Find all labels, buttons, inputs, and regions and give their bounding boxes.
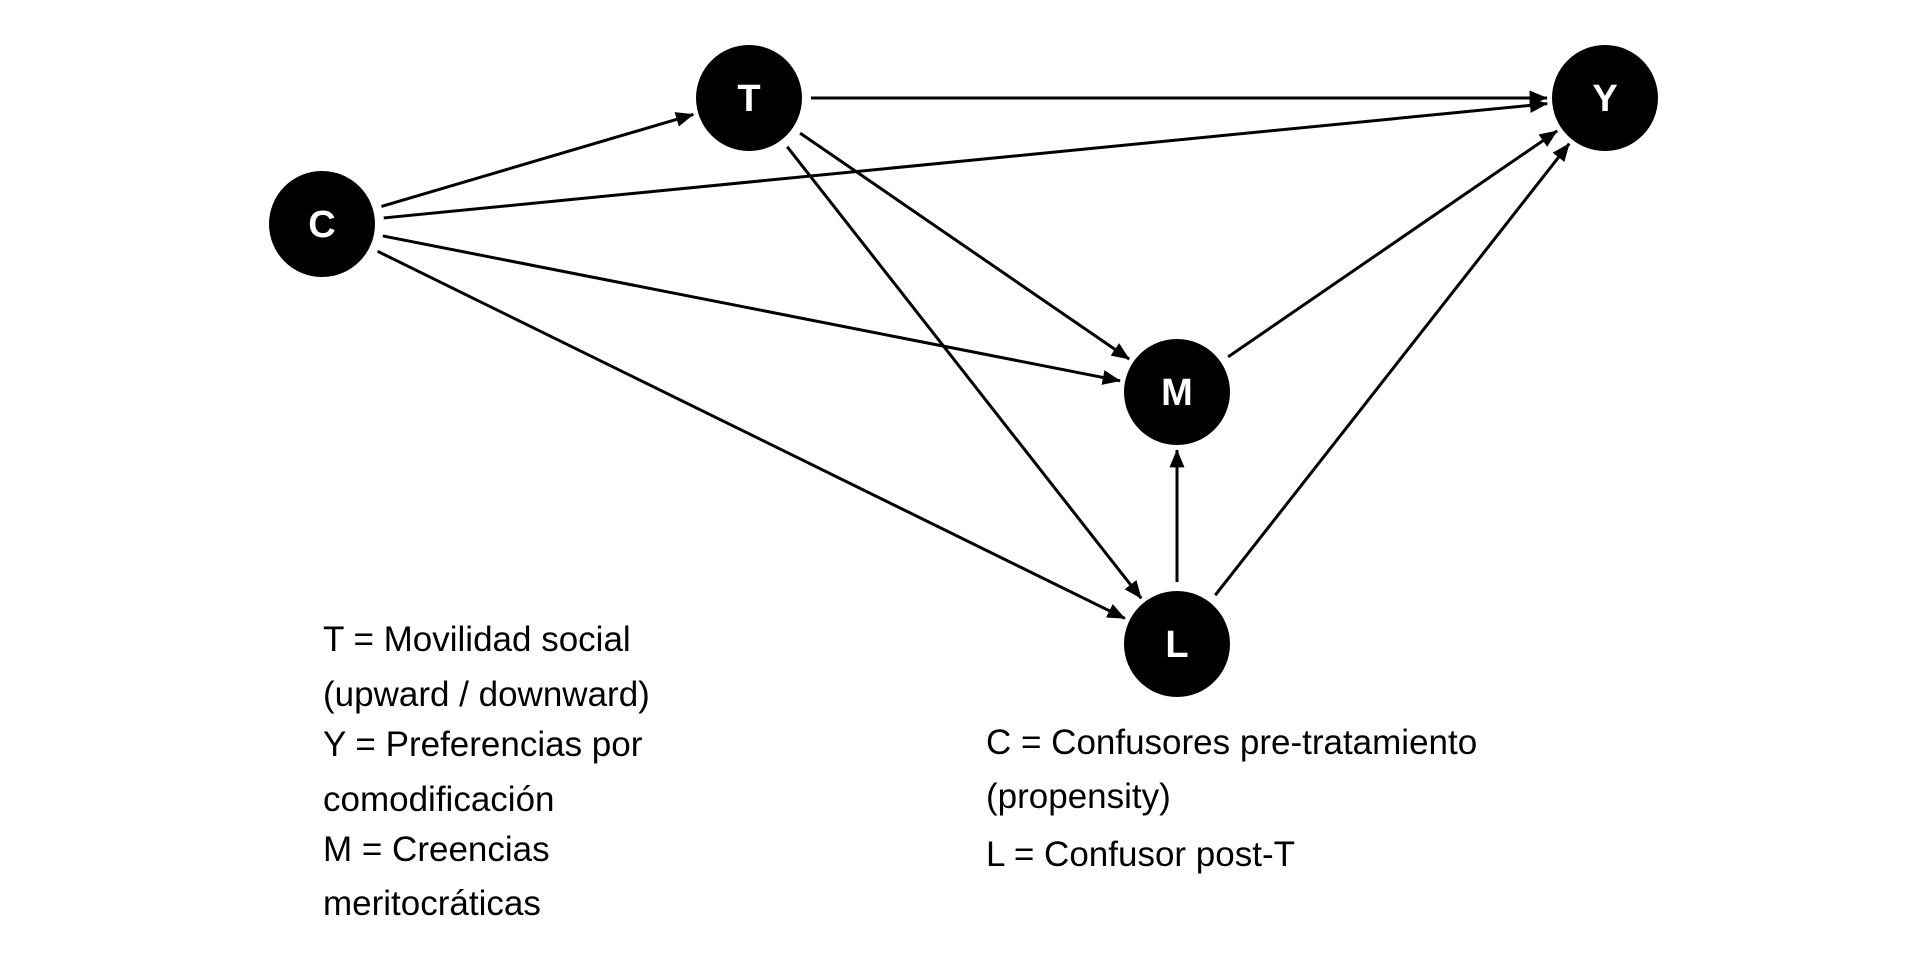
legend-line-y-cont: comodificación xyxy=(323,780,555,819)
edge-l-to-y xyxy=(1214,142,1571,597)
node-circle xyxy=(1124,591,1230,697)
edge-c-to-l xyxy=(376,249,1126,620)
node-label: M xyxy=(1161,372,1193,414)
node-label: Y xyxy=(1592,78,1617,120)
legend-line-m: M = Creencias xyxy=(323,830,550,869)
node-label: C xyxy=(308,204,335,246)
legend-line-l: L = Confusor post-T xyxy=(986,835,1295,874)
node-circle xyxy=(269,171,375,277)
edge-t-to-l xyxy=(786,145,1143,600)
node-circle xyxy=(1124,339,1230,445)
node-c: C xyxy=(269,171,375,277)
legend-line-m-cont: meritocráticas xyxy=(323,884,541,923)
node-label: T xyxy=(737,78,760,120)
node-circle xyxy=(696,45,802,151)
legend-line-y: Y = Preferencias por xyxy=(323,725,643,764)
legend-line-c-cont: (propensity) xyxy=(986,777,1171,816)
node-l: L xyxy=(1124,591,1230,697)
node-m: M xyxy=(1124,339,1230,445)
edge-c-to-t xyxy=(381,112,694,208)
legend-line-t-cont: (upward / downward) xyxy=(323,675,650,714)
node-label: L xyxy=(1165,624,1188,666)
edge-m-to-y xyxy=(1227,129,1559,359)
node-circle xyxy=(1552,45,1658,151)
edge-t-to-m xyxy=(799,131,1131,361)
edge-c-to-m xyxy=(382,234,1121,385)
edge-c-to-y xyxy=(383,97,1548,220)
legend-line-c: C = Confusores pre-tratamiento xyxy=(986,723,1478,762)
legend-line-t: T = Movilidad social xyxy=(323,620,631,659)
node-y: Y xyxy=(1552,45,1658,151)
nodes-layer: C T Y M L xyxy=(269,45,1658,697)
edges-layer xyxy=(376,90,1571,620)
node-t: T xyxy=(696,45,802,151)
